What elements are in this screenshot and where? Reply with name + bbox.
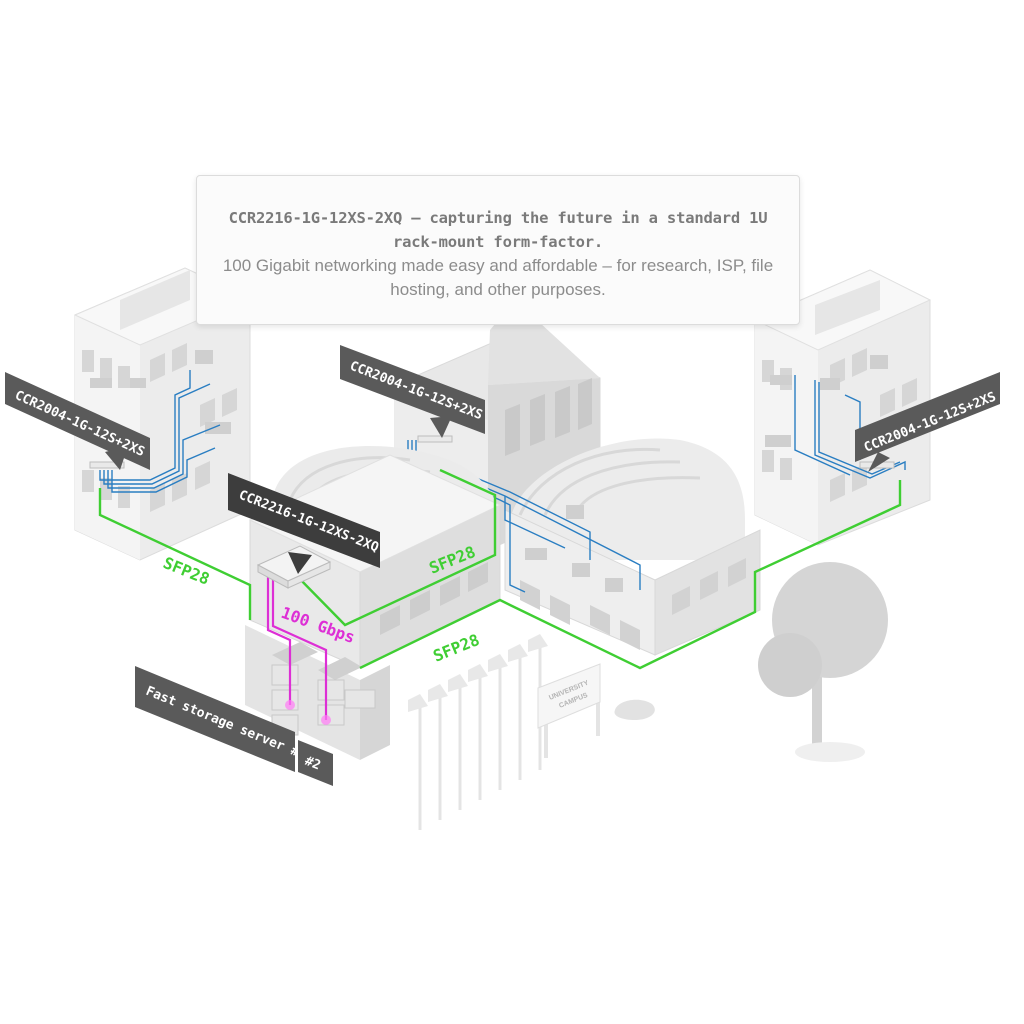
tree — [758, 562, 888, 762]
flag-poles — [418, 640, 542, 830]
left-building — [73, 267, 252, 561]
left-building-lan-cables — [99, 370, 221, 493]
caption-body: 100 Gigabit networking made easy and aff… — [222, 256, 774, 299]
storage-server-2-label: #2 — [303, 754, 323, 774]
center-router-device — [417, 435, 453, 443]
sfp28-bottom-label: SFP28 — [430, 630, 482, 666]
sfp28-left-label: SFP28 — [161, 553, 213, 589]
storage-server-stack-2 — [317, 657, 376, 726]
caption-title: CCR2216-1G-12XS-2XQ – capturing the futu… — [228, 209, 768, 251]
tag-storage-server-2: #2 — [298, 740, 333, 786]
left-router-device — [89, 461, 125, 469]
domed-hall — [407, 435, 761, 656]
university-sign: UNIVERSITY CAMPUS — [537, 663, 601, 758]
flags — [408, 634, 548, 712]
right-building — [753, 269, 932, 546]
rock — [614, 699, 655, 720]
sfp28-links — [98, 468, 902, 670]
link-100g — [266, 572, 328, 720]
caption-card: CCR2216-1G-12XS-2XQ – capturing the futu… — [196, 175, 800, 325]
